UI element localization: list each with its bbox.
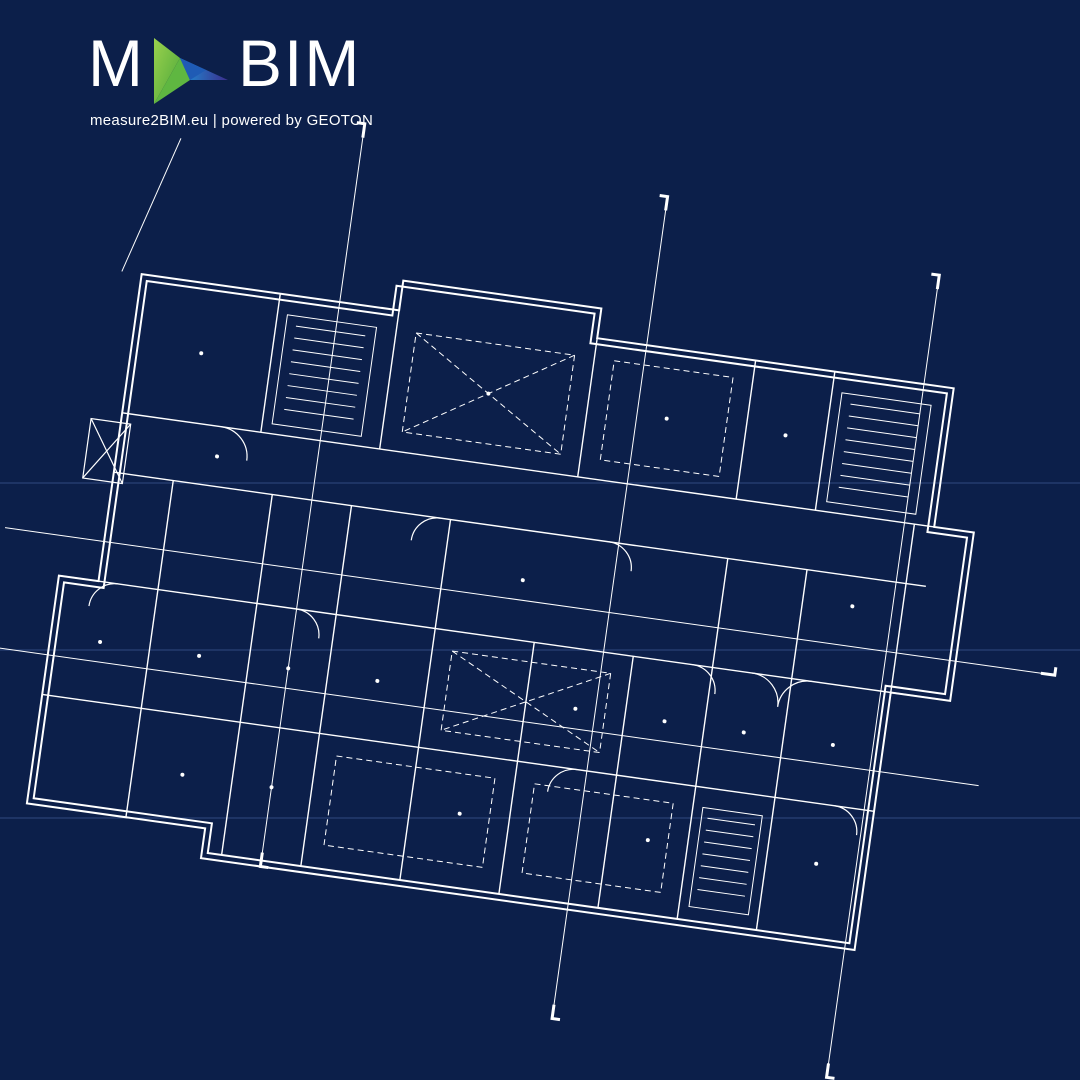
section-line-b xyxy=(551,196,669,1019)
room-marker xyxy=(375,678,380,683)
wall xyxy=(498,642,535,895)
wall xyxy=(890,524,916,693)
section-marker xyxy=(659,194,670,211)
wall xyxy=(577,338,598,477)
section-markers xyxy=(258,121,1058,1080)
wall xyxy=(260,293,281,433)
section-marker xyxy=(824,1063,835,1080)
wall xyxy=(220,494,273,856)
staircase-a xyxy=(271,314,378,437)
room-marker xyxy=(98,639,103,644)
room-marker xyxy=(741,730,746,735)
dashed-outline xyxy=(521,783,674,893)
interior-walls xyxy=(42,293,951,931)
dashed-outline xyxy=(401,332,576,455)
staircase-b xyxy=(826,392,932,515)
wall xyxy=(676,558,729,920)
wall xyxy=(378,310,400,450)
room-marker xyxy=(830,742,835,747)
staircase-c xyxy=(688,806,763,916)
wall xyxy=(735,360,757,500)
door-swing xyxy=(546,768,578,792)
section-lines xyxy=(0,123,1055,1078)
wall xyxy=(399,519,452,881)
door-swing xyxy=(221,426,248,461)
entrance-void xyxy=(82,417,132,485)
measure2bim-logo: M BIM measure2BIM.eu | powered by GEOTON xyxy=(88,26,373,133)
wall xyxy=(122,412,935,528)
room-marker xyxy=(645,838,650,843)
dashed-lines xyxy=(323,332,734,893)
wall xyxy=(113,471,926,588)
door-swing xyxy=(692,664,716,695)
section-line-c xyxy=(826,275,940,1078)
wall xyxy=(814,371,836,511)
room-markers xyxy=(98,351,855,866)
building-plan xyxy=(0,121,1058,1080)
logo-letter-m: M xyxy=(88,26,145,100)
wall xyxy=(125,480,174,818)
section-line-a xyxy=(259,123,366,867)
room-marker xyxy=(662,719,667,724)
room-marker xyxy=(814,861,819,866)
wall xyxy=(42,693,875,813)
section-line-e xyxy=(0,647,979,787)
door-swing xyxy=(410,517,441,541)
room-marker xyxy=(457,811,462,816)
room-marker xyxy=(664,416,669,421)
room-marker xyxy=(197,653,202,658)
room-marker xyxy=(486,391,491,396)
door-swing xyxy=(296,608,320,639)
room-marker xyxy=(215,454,220,459)
doors xyxy=(88,426,858,836)
section-marker xyxy=(931,272,941,290)
stair-treads xyxy=(284,325,366,420)
section-line-d xyxy=(4,527,1055,676)
room-marker xyxy=(850,604,855,609)
double-door-swing xyxy=(752,672,812,707)
site-boundary-line xyxy=(121,138,182,272)
wall xyxy=(58,574,951,702)
door-swing xyxy=(608,541,632,572)
stair-treads xyxy=(838,403,920,498)
section-marker xyxy=(356,121,367,138)
wall xyxy=(597,656,634,908)
room-marker xyxy=(783,433,788,438)
logo-tagline: measure2BIM.eu | powered by GEOTON xyxy=(90,112,374,129)
room-marker xyxy=(269,785,274,790)
section-marker xyxy=(1040,667,1058,677)
room-marker xyxy=(573,706,578,711)
dashed-outline xyxy=(323,755,496,868)
dashed-outline xyxy=(440,650,612,754)
room-marker xyxy=(286,666,291,671)
void-cross xyxy=(82,418,132,484)
reference-lines xyxy=(0,482,1080,819)
dashed-outline xyxy=(599,360,734,478)
void-box xyxy=(82,417,132,485)
play-triangle-logo-icon xyxy=(154,38,228,104)
door-swing xyxy=(834,805,858,836)
wall xyxy=(755,569,808,931)
staircases xyxy=(271,314,932,916)
door-swing xyxy=(88,583,119,607)
stair-treads xyxy=(697,817,756,897)
logo-letters-bim: BIM xyxy=(238,26,362,100)
section-marker xyxy=(550,1004,561,1022)
wall xyxy=(300,505,353,867)
room-marker xyxy=(180,772,185,777)
room-marker xyxy=(520,578,525,583)
room-marker xyxy=(199,351,204,356)
building-outline-inner xyxy=(32,279,969,945)
